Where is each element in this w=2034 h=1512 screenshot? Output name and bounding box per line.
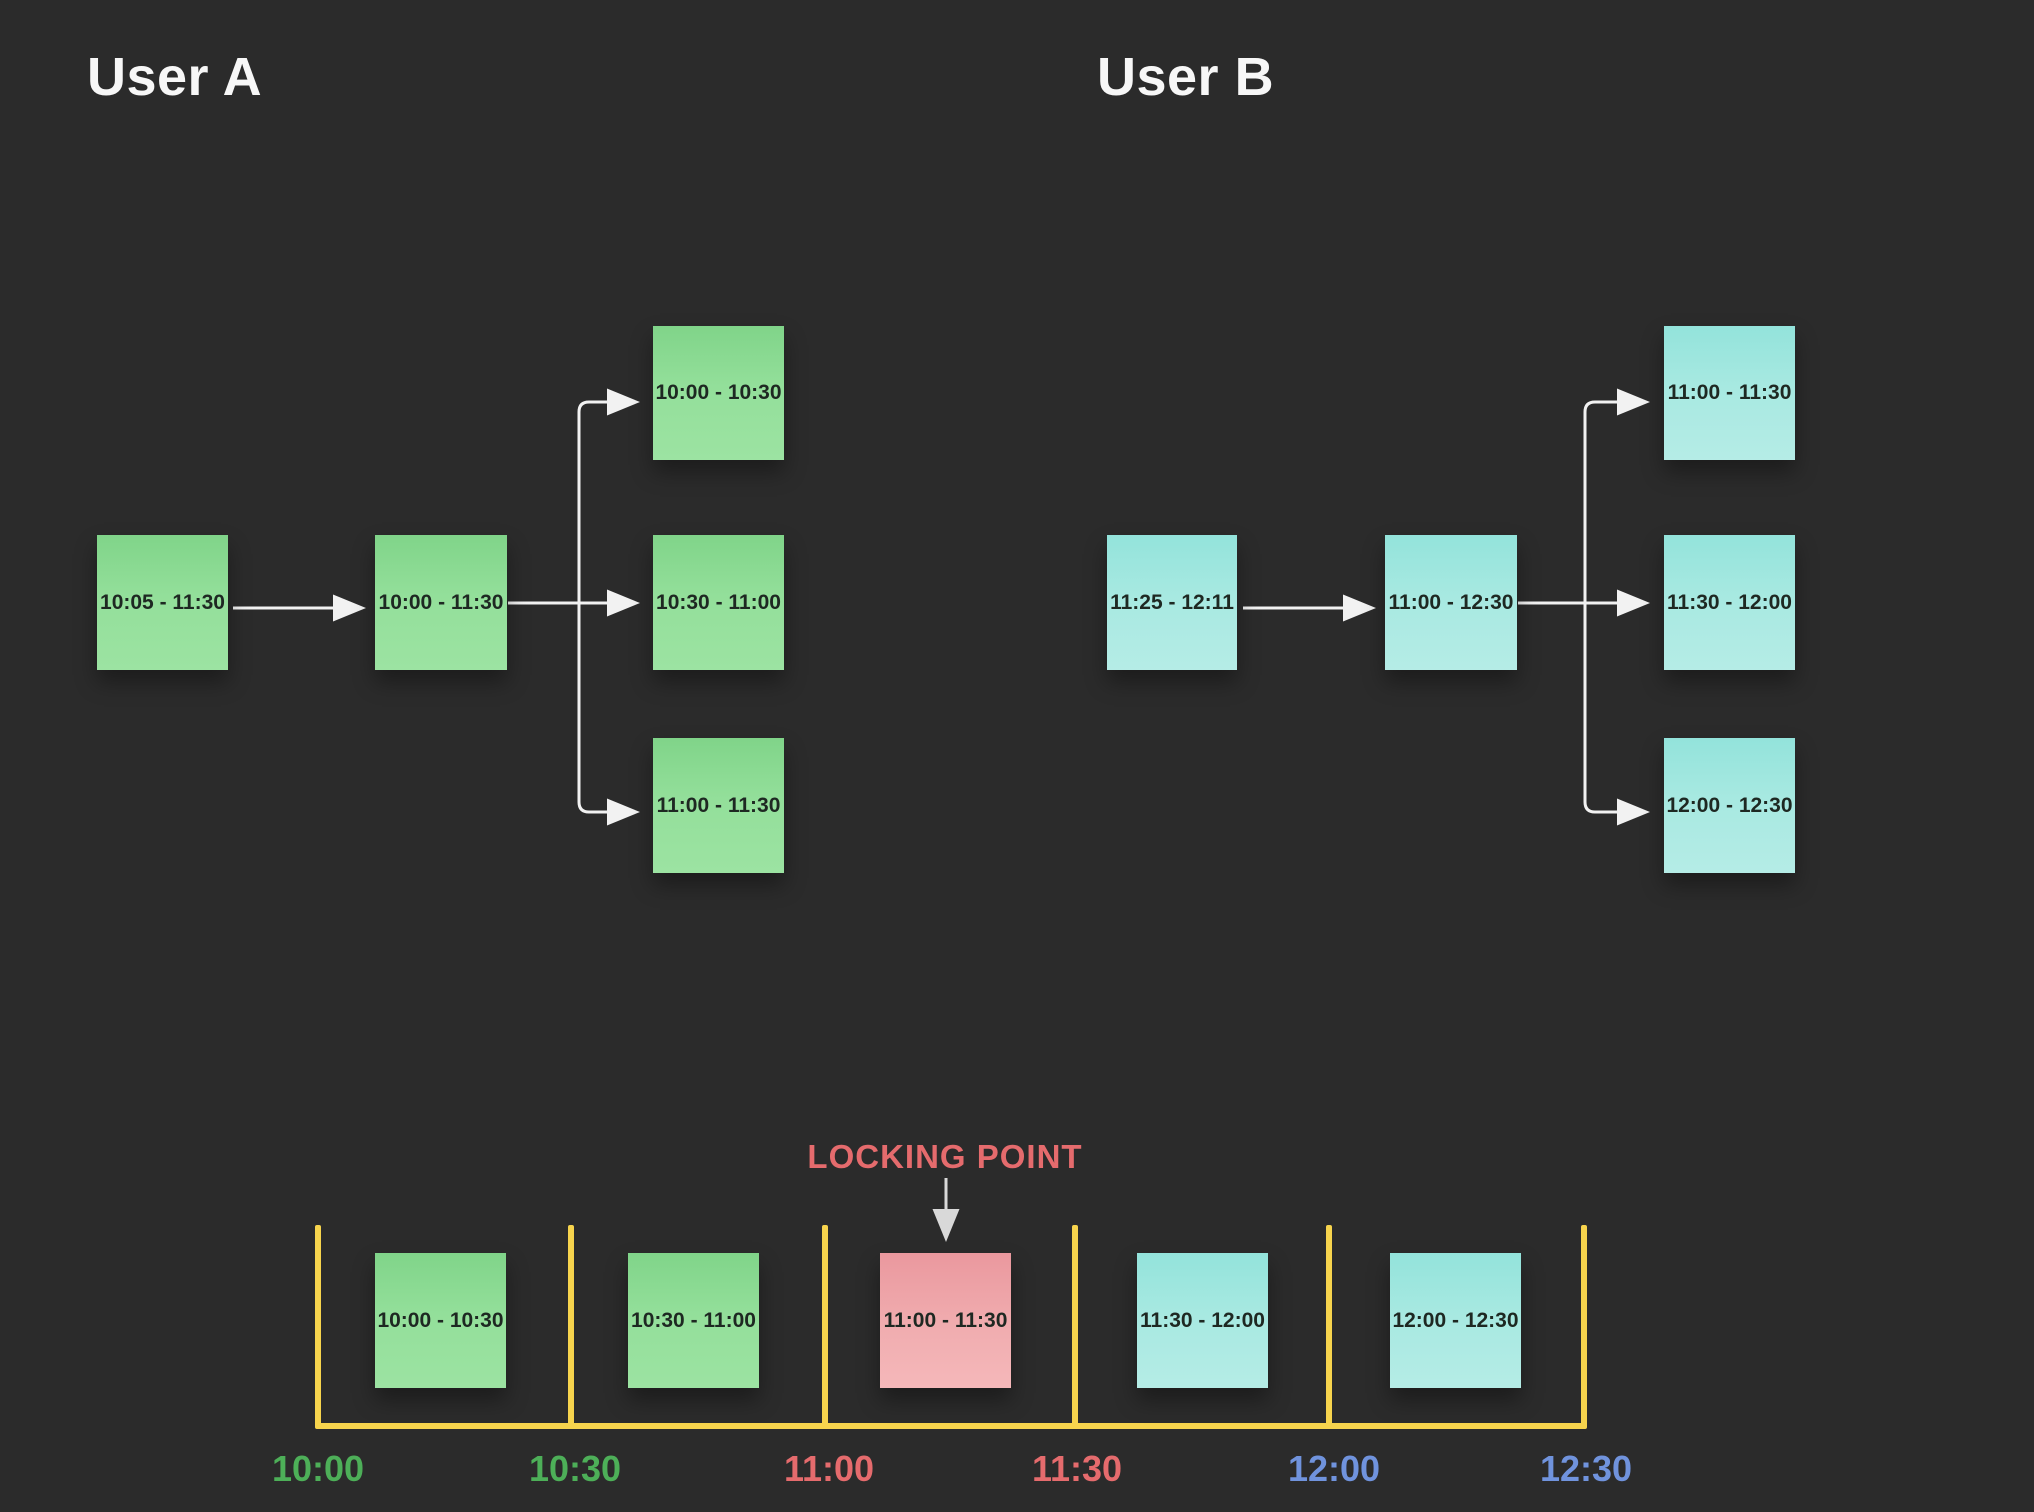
timeline-tick-12-00 — [1326, 1225, 1332, 1429]
timeline-tick-10-30 — [568, 1225, 574, 1429]
user-a-split-slot-2: 10:30 - 11:00 — [653, 535, 784, 670]
user-a-split-slot-1: 10:00 - 10:30 — [653, 326, 784, 460]
user-b-title: User B — [1097, 47, 1275, 107]
timeline-tick-10-00 — [315, 1225, 321, 1429]
user-b-split-slot-3: 12:00 - 12:30 — [1664, 738, 1795, 873]
connector-user-b-split-bottom — [1583, 603, 1650, 826]
user-a-title: User A — [87, 47, 263, 107]
timeline-slot-3-locked: 11:00 - 11:30 — [880, 1253, 1011, 1388]
axis-label-10-00: 10:00 — [271, 1448, 365, 1489]
axis-label-11-30: 11:30 — [1031, 1448, 1123, 1489]
user-b-split-slot-1: 11:00 - 11:30 — [1664, 326, 1795, 460]
timeline-slot-4: 11:30 - 12:00 — [1137, 1253, 1268, 1388]
timeline-tick-12-30 — [1581, 1225, 1587, 1429]
axis-label-12-30: 12:30 — [1539, 1448, 1633, 1489]
user-b-normalized-slot: 11:00 - 12:30 — [1385, 535, 1517, 670]
locking-point-label: LOCKING POINT — [807, 1138, 1083, 1175]
user-b-original-slot: 11:25 - 12:11 — [1107, 535, 1237, 670]
timeline-slot-2: 10:30 - 11:00 — [628, 1253, 759, 1388]
user-a-split-slot-3: 11:00 - 11:30 — [653, 738, 784, 873]
connector-user-a-split-top — [577, 388, 640, 603]
timeline-axis — [315, 1423, 1587, 1429]
axis-label-12-00: 12:00 — [1287, 1448, 1381, 1489]
connector-user-a-split-bottom — [577, 603, 640, 826]
user-a-original-slot: 10:05 - 11:30 — [97, 535, 228, 670]
axis-label-11-00: 11:00 — [783, 1448, 875, 1489]
user-b-split-slot-2: 11:30 - 12:00 — [1664, 535, 1795, 670]
user-a-normalized-slot: 10:00 - 11:30 — [375, 535, 507, 670]
connector-user-b-split-top — [1583, 388, 1650, 603]
timeline-tick-11-30 — [1072, 1225, 1078, 1429]
axis-label-10-30: 10:30 — [528, 1448, 622, 1489]
timeline-tick-11-00 — [822, 1225, 828, 1429]
timeline-slot-1: 10:00 - 10:30 — [375, 1253, 506, 1388]
timeline-slot-5: 12:00 - 12:30 — [1390, 1253, 1521, 1388]
